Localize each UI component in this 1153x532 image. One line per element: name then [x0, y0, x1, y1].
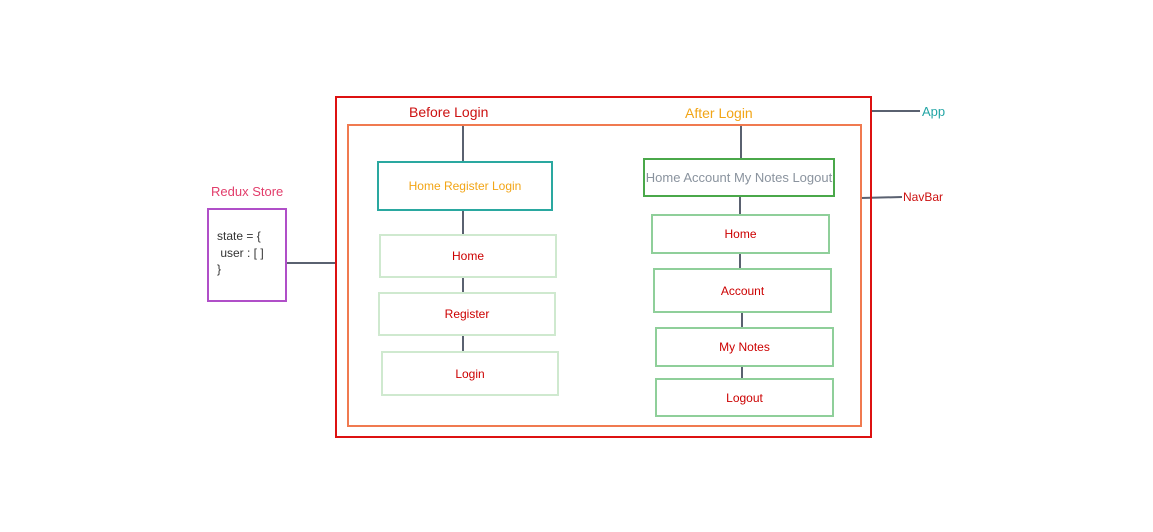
app-container	[335, 96, 872, 438]
store-code-line-3: }	[217, 262, 222, 276]
redux-store-box: state = { user : [ ] }	[207, 208, 287, 302]
redux-store-title: Redux Store	[211, 184, 284, 199]
before-login-item-login: Login	[381, 351, 559, 396]
after-login-item-logout-label: Logout	[726, 390, 763, 405]
before-login-navbar-text: Home Register Login	[408, 179, 522, 193]
navbar-label-pointer	[860, 196, 903, 199]
before-login-navbar: Home Register Login	[377, 161, 553, 211]
navbar-container	[347, 124, 862, 427]
after-login-item-account: Account	[653, 268, 832, 313]
app-label: App	[922, 104, 946, 119]
before-login-item-register-label: Register	[444, 307, 490, 321]
store-code-line-2: user : [ ]	[217, 246, 264, 260]
after-login-item-my-notes-label: My Notes	[719, 340, 770, 354]
navbar-label: NavBar	[903, 190, 944, 204]
after-login-navbar-text: Home Account My Notes Logout	[645, 170, 833, 185]
before-login-item-home: Home	[379, 234, 557, 278]
after-login-item-account-label: Account	[720, 283, 765, 298]
before-login-item-register: Register	[378, 292, 556, 336]
before-login-item-home-label: Home	[451, 249, 484, 263]
after-login-navbar: Home Account My Notes Logout	[643, 158, 835, 197]
after-login-item-home: Home	[651, 214, 830, 254]
after-login-item-logout: Logout	[655, 378, 834, 417]
after-login-item-my-notes: My Notes	[655, 327, 834, 367]
before-login-heading: Before Login	[409, 104, 489, 120]
after-login-heading: After Login	[685, 105, 753, 121]
after-login-item-home-label: Home	[724, 227, 757, 241]
before-login-item-login-label: Login	[455, 366, 485, 381]
store-code-line-1: state = {	[217, 229, 261, 243]
